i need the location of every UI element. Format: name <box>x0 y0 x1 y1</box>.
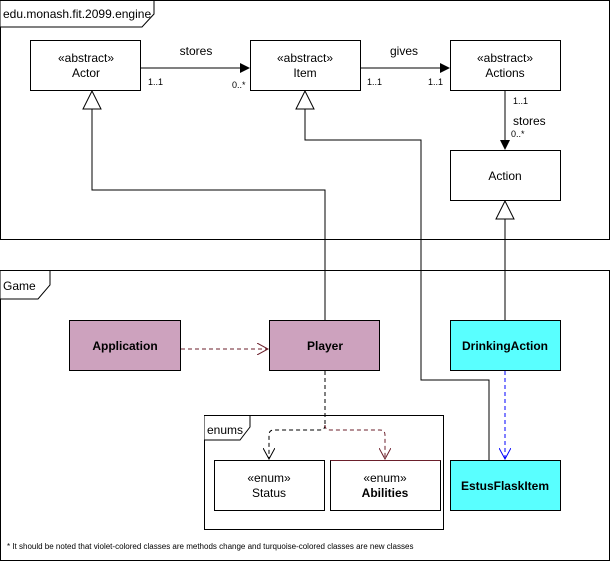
actor-item-source-multiplicity: 1..1 <box>148 77 163 87</box>
actions-action-association[interactable]: 1..1 stores 0..* <box>500 91 546 150</box>
item-actions-source-multiplicity: 1..1 <box>367 77 382 87</box>
status-enum[interactable]: «enum» Status <box>214 460 325 511</box>
status-name: Status <box>252 486 286 500</box>
actor-item-target-multiplicity: 0..* <box>232 80 246 90</box>
actor-class[interactable]: «abstract» Actor <box>30 40 141 91</box>
application-class[interactable]: Application <box>69 320 181 371</box>
player-extends-actor[interactable] <box>82 89 326 320</box>
drinking-action-class[interactable]: DrinkingAction <box>450 320 561 371</box>
engine-package-label: edu.monash.fit.2099.engine <box>3 7 151 21</box>
enums-package-label: enums <box>207 423 243 437</box>
abilities-enum[interactable]: «enum» Abilities <box>330 460 441 511</box>
item-actions-target-multiplicity: 1..1 <box>428 77 443 87</box>
actions-action-label: stores <box>513 114 546 128</box>
action-class[interactable]: Action <box>450 150 561 201</box>
player-class[interactable]: Player <box>269 320 380 371</box>
actor-item-association[interactable]: stores 1..1 0..* <box>141 44 250 90</box>
status-stereotype: «enum» <box>247 471 291 485</box>
actor-item-label: stores <box>180 44 213 58</box>
actions-class[interactable]: «abstract» Actions <box>450 40 561 91</box>
estus-flask-extends-item[interactable] <box>295 89 490 460</box>
item-stereotype: «abstract» <box>277 51 333 65</box>
action-name: Action <box>488 169 521 183</box>
actor-name: Actor <box>72 66 100 80</box>
actions-stereotype: «abstract» <box>477 51 533 65</box>
actor-stereotype: «abstract» <box>58 51 114 65</box>
legend-note: * It should be noted that violet-colored… <box>7 542 413 551</box>
drinking-action-extends-action[interactable] <box>495 199 515 320</box>
player-name: Player <box>307 339 343 353</box>
drinking-action-name: DrinkingAction <box>462 339 548 353</box>
abilities-name: Abilities <box>362 486 409 500</box>
actions-name: Actions <box>485 66 524 80</box>
abilities-stereotype: «enum» <box>363 471 407 485</box>
actions-action-target-multiplicity: 0..* <box>511 129 525 139</box>
actions-action-source-multiplicity: 1..1 <box>513 96 528 106</box>
application-name: Application <box>92 339 157 353</box>
estus-flask-item-class[interactable]: EstusFlaskItem <box>450 460 561 511</box>
item-actions-association[interactable]: gives 1..1 1..1 <box>361 44 450 87</box>
estus-flask-item-name: EstusFlaskItem <box>461 479 549 493</box>
item-actions-label: gives <box>390 44 418 58</box>
item-name: Item <box>293 66 316 80</box>
player-enums-dependency[interactable] <box>269 371 385 459</box>
game-package-label: Game <box>3 279 36 293</box>
item-class[interactable]: «abstract» Item <box>250 40 361 91</box>
